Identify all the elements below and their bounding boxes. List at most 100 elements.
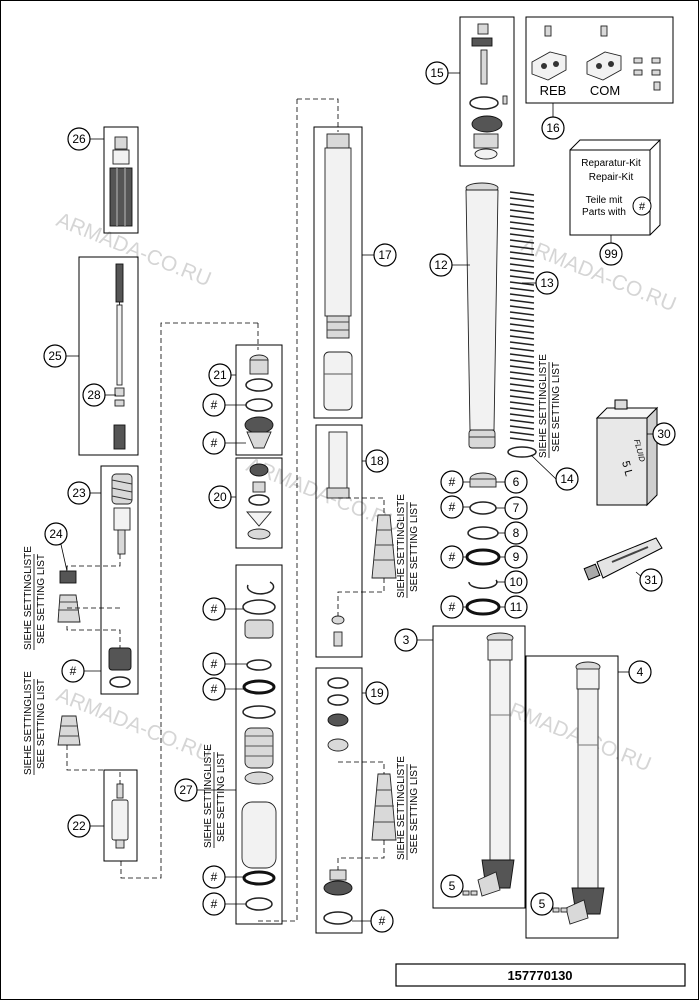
svg-text:99: 99 bbox=[604, 247, 618, 261]
callout-9: 9 bbox=[504, 545, 528, 569]
callout-15: 15 bbox=[425, 61, 449, 85]
callout-hash-13: # bbox=[440, 595, 464, 619]
svg-text:#: # bbox=[211, 657, 218, 671]
svg-text:28: 28 bbox=[87, 388, 101, 402]
svg-text:SIEHE SETTINGLISTE: SIEHE SETTINGLISTE bbox=[538, 354, 549, 458]
callout-19: 19 bbox=[365, 681, 389, 705]
watermark-5: ARMADA-CO.RU bbox=[493, 693, 654, 776]
reb-label: REB bbox=[540, 83, 567, 98]
setting-list-note-4: SIEHE SETTINGLISTE SEE SETTING LIST bbox=[396, 494, 420, 598]
part-26-cartridge-top bbox=[109, 136, 133, 227]
svg-text:#: # bbox=[449, 475, 456, 489]
repair-kit-symbol: # bbox=[639, 201, 646, 213]
svg-text:#: # bbox=[449, 550, 456, 564]
callout-14: 14 bbox=[555, 467, 579, 491]
part-valve-stack-lower bbox=[108, 647, 132, 688]
svg-text:6: 6 bbox=[513, 475, 520, 489]
svg-text:18: 18 bbox=[370, 454, 384, 468]
callout-31: 31 bbox=[639, 568, 663, 592]
svg-text:25: 25 bbox=[48, 349, 62, 363]
svg-text:SIEHE SETTINGLISTE: SIEHE SETTINGLISTE bbox=[396, 494, 407, 598]
drawing-number-box bbox=[395, 963, 686, 987]
callout-hash-11: # bbox=[440, 495, 464, 519]
svg-text:24: 24 bbox=[49, 527, 63, 541]
setting-list-note-1: SIEHE SETTINGLISTE SEE SETTING LIST bbox=[23, 546, 47, 650]
part-13-spring bbox=[509, 191, 535, 442]
svg-text:14: 14 bbox=[560, 472, 574, 486]
svg-text:#: # bbox=[211, 602, 218, 616]
part-15-adjuster bbox=[469, 23, 508, 160]
callout-8: 8 bbox=[504, 521, 528, 545]
part-17-inner-tube bbox=[323, 133, 353, 411]
callout-hash-12: # bbox=[440, 545, 464, 569]
repair-kit-box: Reparatur-Kit Repair-Kit Teile mit Parts… bbox=[569, 138, 661, 236]
repair-kit-title-en: Repair-Kit bbox=[589, 172, 634, 183]
callout-23: 23 bbox=[67, 481, 91, 505]
callout-hash-2: # bbox=[202, 393, 226, 417]
group-box-26 bbox=[103, 126, 139, 234]
svg-text:9: 9 bbox=[513, 550, 520, 564]
group-box-27 bbox=[235, 564, 283, 925]
svg-text:20: 20 bbox=[213, 490, 227, 504]
dashed-connectors bbox=[66, 98, 385, 922]
callout-25: 25 bbox=[43, 344, 67, 368]
svg-text:5: 5 bbox=[539, 897, 546, 911]
part-20-stack bbox=[246, 463, 272, 540]
repair-kit-title-de: Reparatur-Kit bbox=[581, 158, 641, 169]
part-16-com-clicker bbox=[586, 25, 622, 81]
callout-16: 16 bbox=[541, 116, 565, 140]
callout-30: 30 bbox=[652, 422, 676, 446]
part-5-bolts-a bbox=[462, 890, 478, 896]
svg-text:31: 31 bbox=[644, 573, 658, 587]
drawing-number: 157770130 bbox=[507, 968, 572, 983]
callout-hash-6: # bbox=[202, 677, 226, 701]
spring-coils bbox=[509, 191, 535, 442]
callout-27: 27 bbox=[174, 778, 198, 802]
part-19-stack bbox=[323, 677, 353, 925]
part-24-bushing bbox=[59, 570, 77, 584]
svg-text:#: # bbox=[70, 664, 77, 678]
svg-text:#: # bbox=[449, 600, 456, 614]
group-box-15 bbox=[459, 16, 515, 167]
callout-17: 17 bbox=[373, 243, 397, 267]
callout-26: 26 bbox=[67, 127, 91, 151]
callout-10: 10 bbox=[504, 570, 528, 594]
setting-list-note-2: SIEHE SETTINGLISTE SEE SETTING LIST bbox=[23, 671, 47, 775]
part-27-stack bbox=[241, 581, 277, 911]
svg-text:#: # bbox=[379, 914, 386, 928]
svg-text:27: 27 bbox=[179, 783, 193, 797]
svg-text:23: 23 bbox=[72, 486, 86, 500]
svg-text:#: # bbox=[211, 682, 218, 696]
svg-text:22: 22 bbox=[72, 819, 86, 833]
callout-20: 20 bbox=[208, 485, 232, 509]
callout-28: 28 bbox=[82, 383, 106, 407]
part-16-screws bbox=[633, 57, 661, 91]
svg-text:SIEHE SETTINGLISTE: SIEHE SETTINGLISTE bbox=[203, 744, 214, 848]
svg-text:16: 16 bbox=[546, 121, 560, 135]
svg-text:30: 30 bbox=[657, 427, 671, 441]
svg-text:3: 3 bbox=[403, 633, 410, 647]
callout-22: 22 bbox=[67, 814, 91, 838]
repair-kit-parts-en: Parts with bbox=[582, 207, 626, 218]
svg-text:12: 12 bbox=[434, 258, 448, 272]
group-box-20 bbox=[235, 457, 283, 549]
callout-24: 24 bbox=[44, 522, 68, 546]
part-3-fork-leg bbox=[477, 632, 515, 897]
group-box-21 bbox=[235, 344, 283, 456]
svg-text:SEE SETTING LIST: SEE SETTING LIST bbox=[36, 554, 47, 644]
part-31-grease-tube bbox=[583, 537, 663, 581]
watermark-1: ARMADA-CO.RU bbox=[53, 208, 214, 291]
svg-text:15: 15 bbox=[430, 66, 444, 80]
part-25-piston-rod bbox=[113, 263, 126, 450]
svg-text:#: # bbox=[211, 436, 218, 450]
svg-text:SEE SETTING LIST: SEE SETTING LIST bbox=[36, 679, 47, 769]
part-23-spring-valve bbox=[111, 473, 133, 555]
part-18-cone bbox=[371, 514, 397, 579]
svg-text:#: # bbox=[211, 398, 218, 412]
svg-text:10: 10 bbox=[509, 575, 523, 589]
part-4-fork-leg bbox=[565, 661, 605, 925]
callout-hash-5: # bbox=[202, 652, 226, 676]
callout-hash-4: # bbox=[202, 597, 226, 621]
callout-hash-8: # bbox=[202, 892, 226, 916]
svg-text:19: 19 bbox=[370, 686, 384, 700]
